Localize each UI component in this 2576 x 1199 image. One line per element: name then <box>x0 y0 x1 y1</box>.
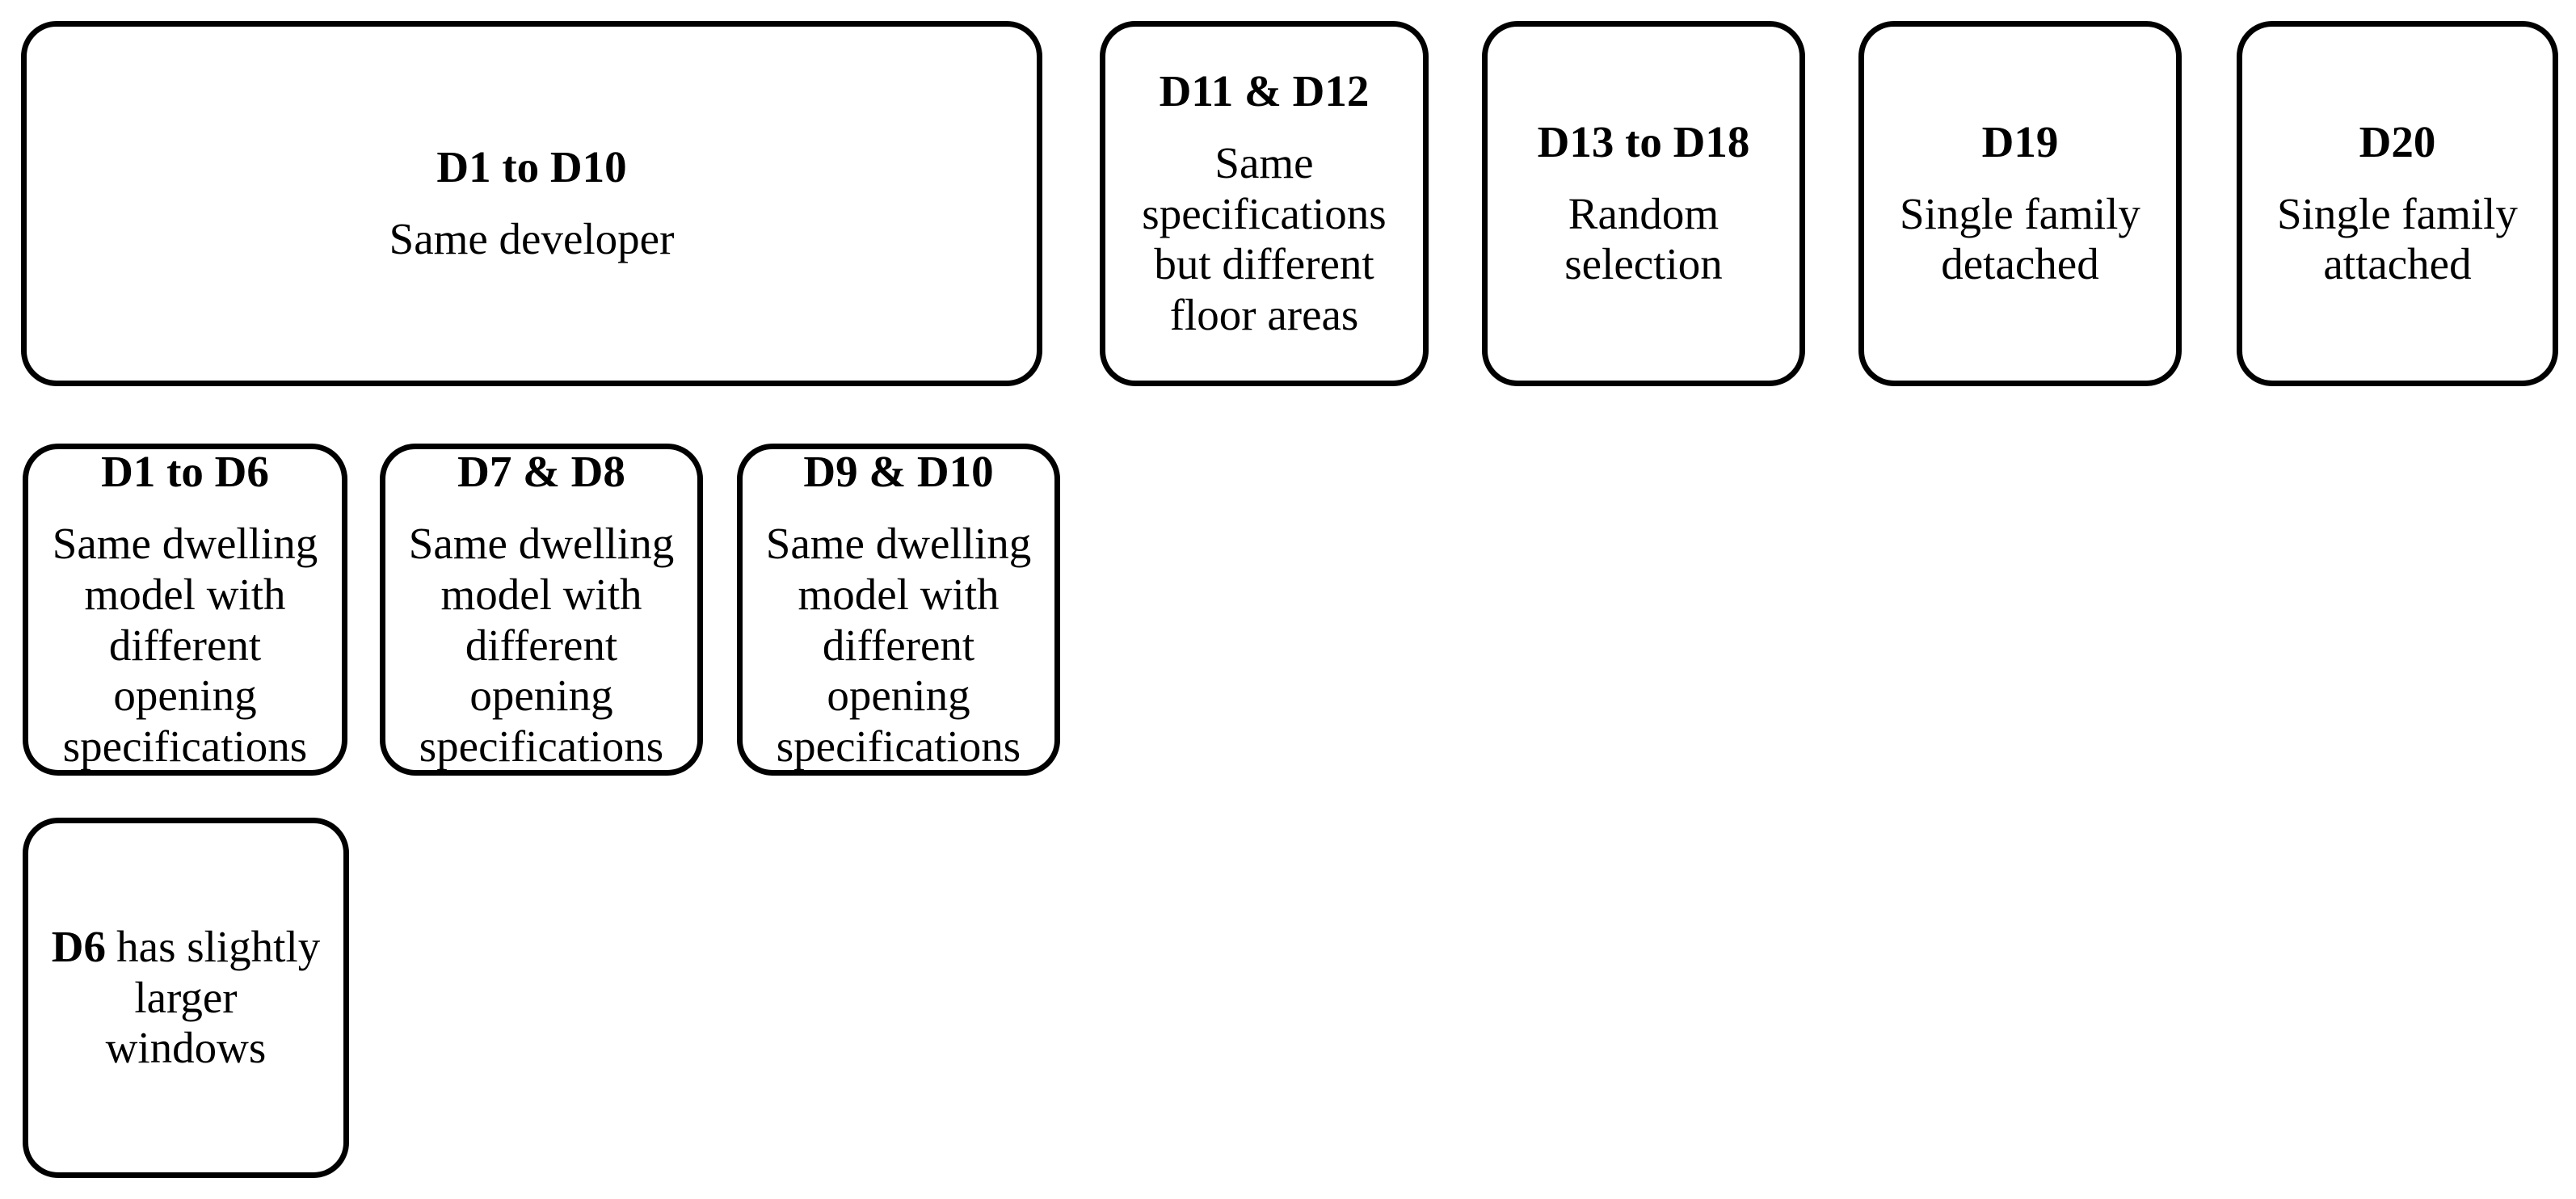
box-d11-d12: D11 & D12 Same specifications but differ… <box>1100 21 1429 386</box>
box-title: D9 & D10 <box>803 447 994 497</box>
box-d7-d8: D7 & D8 Same dwelling model with differe… <box>380 444 703 776</box>
box-d9-d10: D9 & D10 Same dwelling model with differ… <box>737 444 1060 776</box>
box-body: Same dwelling model with different openi… <box>765 519 1032 771</box>
box-body: Same specifications but different floor … <box>1142 137 1387 340</box>
box-d1-d10: D1 to D10 Same developer <box>21 21 1042 386</box>
box-title: D19 <box>1981 116 2059 166</box>
box-d19: D19 Single family detached <box>1858 21 2182 386</box>
box-d13-d18: D13 to D18 Random selection <box>1482 21 1805 386</box>
box-title: D7 & D8 <box>457 447 625 497</box>
box-body: has slightly larger windows <box>105 921 321 1073</box>
box-note-bold: D6 <box>51 921 106 971</box>
box-title: D20 <box>2359 116 2436 166</box>
box-title: D1 to D6 <box>101 447 269 497</box>
box-body: Same dwelling model with different openi… <box>52 519 318 771</box>
box-body: Same dwelling model with different openi… <box>408 519 675 771</box>
box-body: Random selection <box>1564 188 1723 289</box>
box-title: D1 to D10 <box>436 142 627 192</box>
box-d20: D20 Single family attached <box>2237 21 2558 386</box>
box-title: D11 & D12 <box>1159 66 1370 116</box>
box-title: D13 to D18 <box>1537 116 1750 166</box>
box-d1-d6: D1 to D6 Same dwelling model with differ… <box>23 444 347 776</box>
box-body: Single family attached <box>2277 188 2518 289</box>
box-body: Same developer <box>389 214 675 263</box>
box-body: Single family detached <box>1900 188 2140 289</box>
